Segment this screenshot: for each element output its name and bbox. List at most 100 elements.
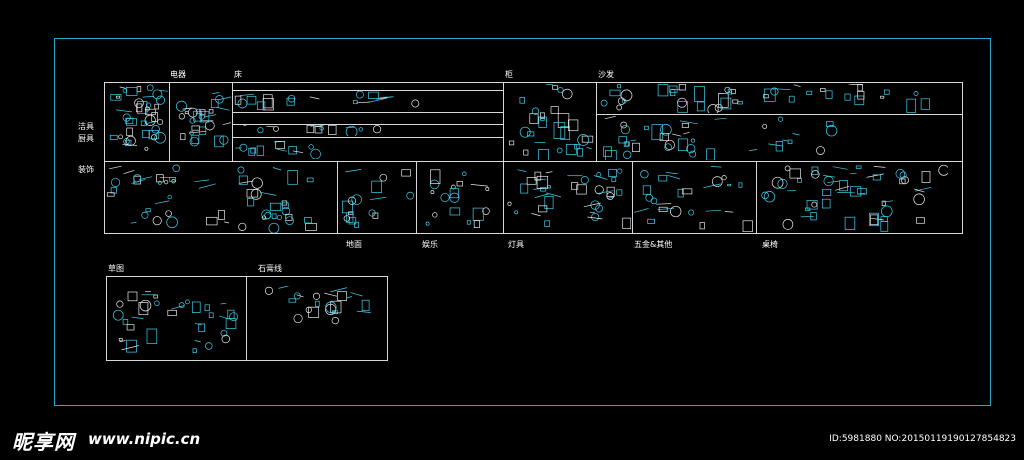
divider-bed-cabinet <box>503 82 504 161</box>
cad-block-glyph <box>727 183 732 187</box>
cad-block-glyph <box>873 166 886 168</box>
cad-block-glyph <box>356 101 371 104</box>
cad-block-glyph <box>718 93 729 108</box>
cad-block-glyph <box>145 108 156 116</box>
cad-block-glyph <box>219 135 229 145</box>
label-lamps: 灯具 <box>508 240 524 249</box>
cad-block-glyph <box>782 139 788 142</box>
cad-block-glyph <box>346 212 354 223</box>
cad-block-glyph <box>130 222 137 224</box>
cad-block-glyph <box>199 109 206 116</box>
cad-block-glyph <box>617 168 623 174</box>
cad-block-glyph <box>540 187 547 192</box>
cad-block-glyph <box>916 217 925 224</box>
cad-block-glyph <box>247 198 255 207</box>
cad-block-glyph <box>194 340 201 343</box>
label-appliances: 电器 <box>170 70 186 79</box>
cad-block-glyph <box>146 328 158 344</box>
cad-block-glyph <box>358 127 363 132</box>
cad-block-glyph <box>429 179 440 190</box>
cad-block-glyph <box>111 177 121 187</box>
divider-appliances-bed <box>232 82 233 161</box>
cad-block-glyph <box>805 207 811 212</box>
cad-block-glyph <box>184 111 189 114</box>
cad-block-glyph <box>308 306 320 318</box>
cad-block-glyph <box>789 168 801 179</box>
cad-block-glyph <box>596 172 602 178</box>
cad-block-glyph <box>782 219 794 230</box>
cad-block-glyph <box>587 216 603 220</box>
upper-block-panel <box>104 82 963 234</box>
cad-block-glyph <box>142 96 155 98</box>
cad-block-glyph <box>198 113 205 120</box>
cad-block-glyph <box>194 179 209 183</box>
cad-block-glyph <box>125 117 134 125</box>
cad-block-glyph <box>180 133 186 141</box>
cad-block-glyph <box>309 96 320 100</box>
cad-block-glyph <box>115 109 132 113</box>
cad-block-glyph <box>534 171 542 181</box>
cad-block-glyph <box>136 103 143 113</box>
cad-block-glyph <box>133 175 142 185</box>
cad-block-glyph <box>677 97 687 108</box>
cad-block-glyph <box>199 111 210 123</box>
cad-block-glyph <box>109 165 122 170</box>
cad-block-glyph <box>449 192 460 203</box>
cad-block-glyph <box>449 207 461 216</box>
cad-block-glyph <box>880 221 889 232</box>
cad-block-glyph <box>210 99 219 108</box>
cad-block-glyph <box>784 165 791 172</box>
cad-block-glyph <box>703 183 721 188</box>
cad-block-glyph <box>600 99 608 107</box>
cad-block-glyph <box>151 112 158 122</box>
cad-block-glyph <box>651 124 663 141</box>
cad-block-glyph <box>191 301 201 313</box>
cad-block-glyph <box>133 174 142 183</box>
cad-block-glyph <box>810 212 817 221</box>
cad-block-glyph <box>880 216 888 222</box>
cad-block-glyph <box>519 126 531 138</box>
cad-block-glyph <box>310 148 321 159</box>
cad-block-glyph <box>125 87 138 96</box>
cad-block-glyph <box>595 204 604 213</box>
cad-block-glyph <box>159 90 168 92</box>
cad-block-glyph <box>883 89 890 95</box>
cad-block-glyph <box>724 211 734 213</box>
cad-block-glyph <box>182 107 193 110</box>
cad-block-glyph <box>154 200 170 205</box>
divider-sanitary-appliances <box>169 82 170 161</box>
cad-block-glyph <box>287 170 298 185</box>
cad-block-glyph <box>331 316 339 325</box>
cad-block-glyph <box>777 116 784 122</box>
cad-block-glyph <box>292 150 304 154</box>
cad-block-glyph <box>696 101 705 112</box>
cad-block-glyph <box>642 185 651 195</box>
cad-block-glyph <box>609 89 621 97</box>
cad-block-glyph <box>440 192 450 203</box>
cad-block-glyph <box>124 139 132 147</box>
cad-block-glyph <box>529 113 539 124</box>
cad-block-glyph <box>899 178 906 185</box>
cad-block-glyph <box>250 147 257 154</box>
cad-block-glyph <box>620 125 630 135</box>
label-tables-chairs: 桌椅 <box>762 240 778 249</box>
cad-block-glyph <box>145 208 151 213</box>
cad-block-glyph <box>792 133 800 136</box>
cad-block-glyph <box>361 299 370 312</box>
decor-blocks <box>106 163 336 233</box>
cad-block-glyph <box>456 181 463 187</box>
cad-block-glyph <box>272 167 282 171</box>
cad-block-glyph <box>176 100 187 112</box>
cad-block-glyph <box>205 342 213 350</box>
cad-block-glyph <box>218 96 231 101</box>
cad-block-glyph <box>531 107 540 115</box>
cad-block-glyph <box>748 149 758 151</box>
cad-block-glyph <box>262 98 274 111</box>
bed-blocks-row1 <box>234 91 434 111</box>
cad-block-glyph <box>664 139 675 150</box>
cad-block-glyph <box>678 84 687 91</box>
cad-block-glyph <box>921 171 931 183</box>
cad-block-glyph <box>514 210 519 215</box>
cad-block-glyph <box>565 144 577 155</box>
cad-block-glyph <box>220 329 228 337</box>
